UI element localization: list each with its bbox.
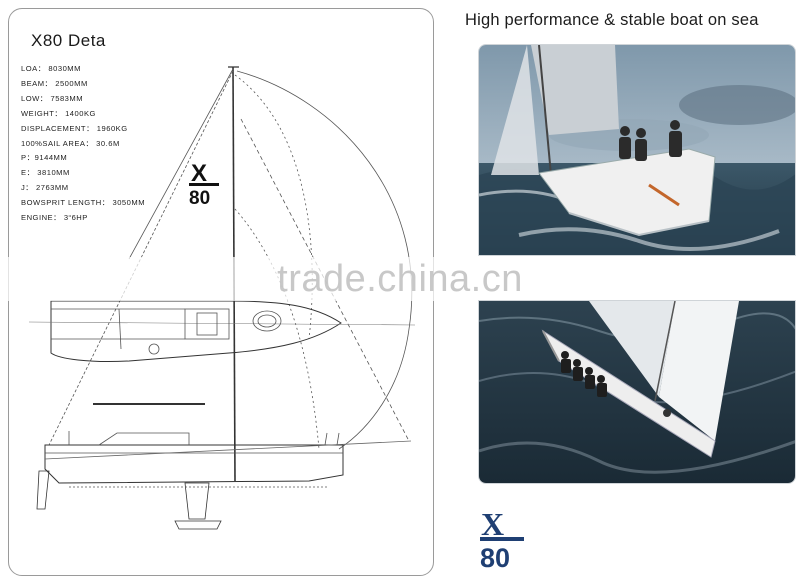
brand-logo-number: 80 (480, 543, 510, 571)
sailing-photo-top (478, 44, 796, 256)
spec-item: J： 2763MM (21, 183, 69, 193)
spec-item: ENGINE： 3“6HP (21, 213, 88, 223)
brand-logo-letter: X (481, 509, 504, 542)
brand-logo-bar (480, 537, 524, 541)
headline: High performance & stable boat on sea (465, 11, 759, 29)
spec-item: P：9144MM (21, 153, 68, 163)
sailing-photo-bottom (478, 300, 796, 484)
spec-item: BOWSPRIT LENGTH： 3050MM (21, 198, 146, 208)
model-title: X80 Deta (31, 31, 106, 50)
spec-item: BEAM： 2500MM (21, 78, 88, 88)
spec-item: 100%SAIL AREA： 30.6M (21, 138, 120, 148)
spec-item: DISPLACEMENT： 1960KG (21, 123, 128, 133)
spec-item: WEIGHT： 1400KG (21, 108, 96, 118)
brand-logo: X 80 (480, 509, 524, 571)
watermark: trade.china.cn (277, 258, 523, 300)
spec-item: LOW： 7583MM (21, 93, 84, 103)
spec-list: LOA： 8030MM BEAM： 2500MM LOW： 7583MM WEI… (21, 62, 145, 226)
sail-logo-number: 80 (189, 188, 210, 209)
spec-item: E： 3810MM (21, 168, 70, 178)
watermark-band (0, 257, 800, 301)
sail-insignia: X 80 (189, 160, 219, 209)
spec-item: LOA： 8030MM (21, 64, 81, 73)
sail-logo-letter: X (191, 160, 207, 187)
